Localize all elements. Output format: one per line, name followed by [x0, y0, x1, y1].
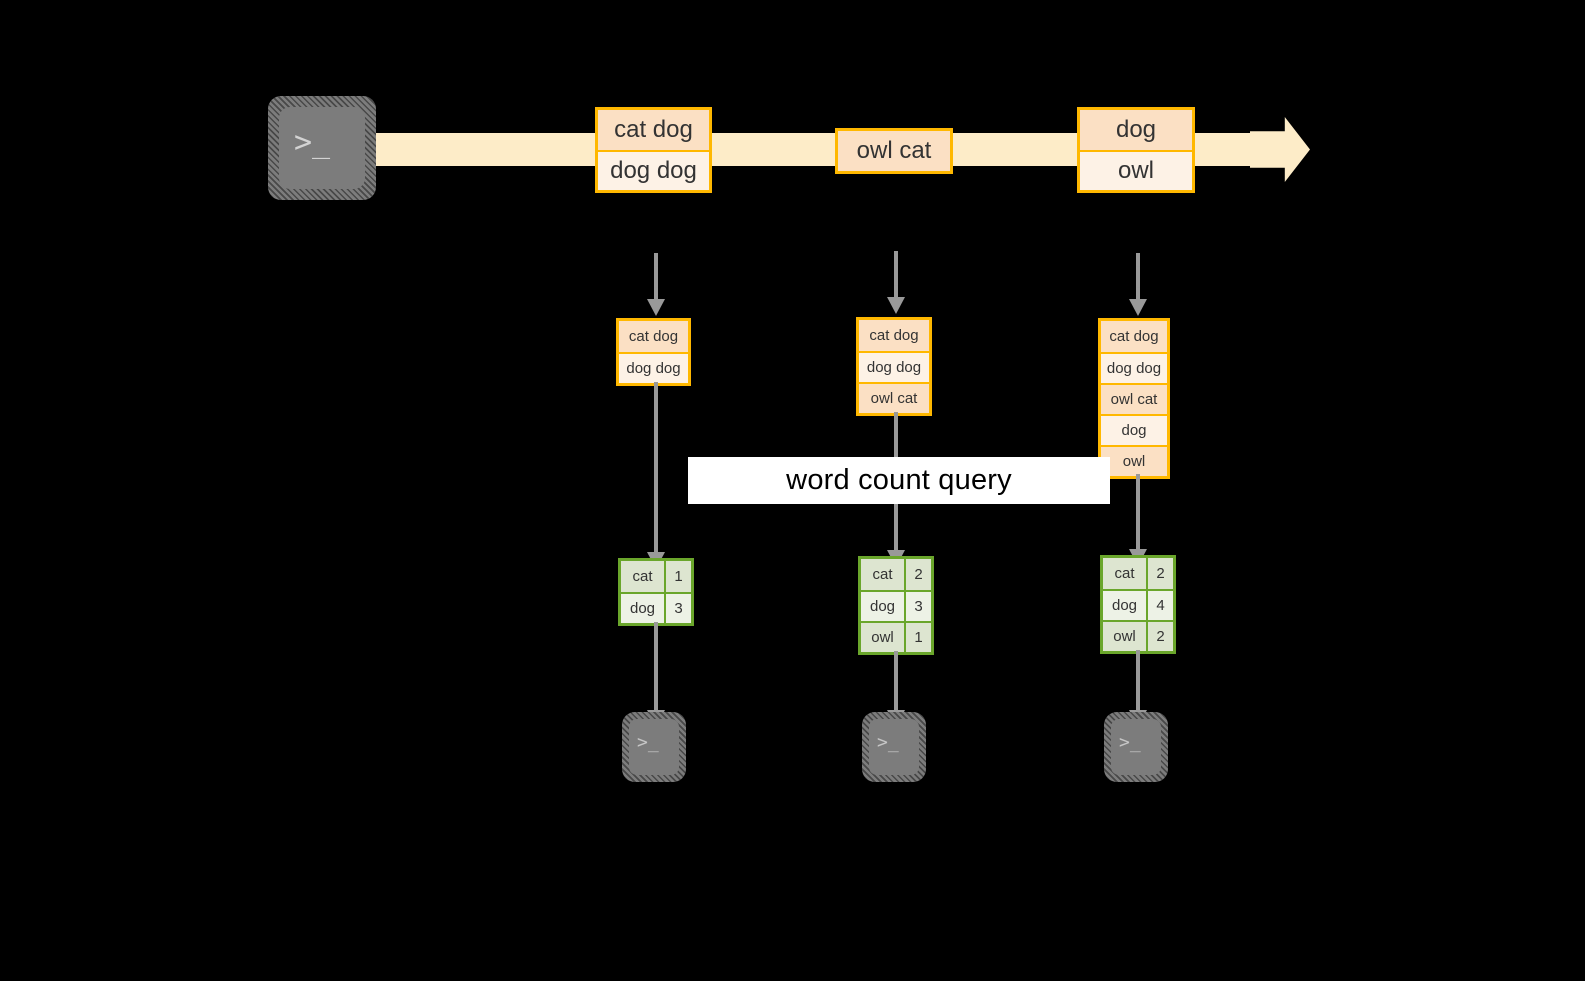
table-row: cat 2 [861, 559, 931, 590]
connector-line [1136, 650, 1140, 712]
result-word: cat [1103, 558, 1148, 589]
terminal-prompt-label: >_ [637, 732, 659, 753]
stream-batch-2: owl cat [835, 128, 953, 174]
terminal-screen [1111, 719, 1161, 775]
query-label: word count query [688, 457, 1110, 504]
table-row: cat 1 [621, 561, 691, 592]
table-row: dog 4 [1103, 589, 1173, 620]
input-line: dog [1101, 414, 1167, 445]
stream-batch-line: cat dog [598, 110, 709, 150]
connector-line [654, 253, 658, 301]
stream-batch-line: dog dog [598, 150, 709, 190]
result-word: dog [861, 592, 906, 621]
input-line: owl [1101, 445, 1167, 476]
result-count: 1 [914, 629, 923, 646]
table-row: owl 1 [861, 621, 931, 652]
snapshot-2-input-stack: cat dog dog dog owl cat [856, 317, 932, 416]
input-line: dog dog [1101, 352, 1167, 383]
producer-terminal-icon: >_ [268, 96, 376, 200]
stream-batch-line: owl [1080, 150, 1192, 190]
result-word: owl [1103, 622, 1148, 651]
stream-batch-line: dog [1080, 110, 1192, 150]
terminal-prompt-label: >_ [877, 732, 899, 753]
connector-line [654, 382, 658, 554]
result-count: 3 [674, 600, 683, 617]
input-line: owl cat [859, 382, 929, 413]
connector-line [894, 651, 898, 712]
result-word: cat [621, 561, 666, 592]
snapshot-2-result-table: cat 2 dog 3 owl 1 [858, 556, 934, 655]
result-count: 2 [1156, 565, 1165, 582]
input-line: cat dog [1101, 321, 1167, 352]
result-count: 2 [1156, 628, 1165, 645]
result-count: 3 [914, 598, 923, 615]
connector-line [894, 251, 898, 299]
table-row: dog 3 [861, 590, 931, 621]
arrowhead-icon [647, 299, 665, 316]
input-line: dog dog [619, 352, 688, 383]
consumer-terminal-icon-3: >_ [1104, 712, 1168, 782]
stream-batch-3: dog owl [1077, 107, 1195, 193]
terminal-screen [629, 719, 679, 775]
terminal-screen [869, 719, 919, 775]
snapshot-3-result-table: cat 2 dog 4 owl 2 [1100, 555, 1176, 654]
stream-batch-1: cat dog dog dog [595, 107, 712, 193]
result-count: 1 [674, 568, 683, 585]
consumer-terminal-icon-1: >_ [622, 712, 686, 782]
input-line: dog dog [859, 351, 929, 382]
input-line: cat dog [619, 321, 688, 352]
result-word: dog [621, 594, 666, 623]
result-word: cat [861, 559, 906, 590]
input-line: owl cat [1101, 383, 1167, 414]
input-line: cat dog [859, 320, 929, 351]
table-row: owl 2 [1103, 620, 1173, 651]
table-row: dog 3 [621, 592, 691, 623]
terminal-prompt-label: >_ [294, 125, 331, 160]
terminal-screen [279, 107, 365, 189]
snapshot-1-input-stack: cat dog dog dog [616, 318, 691, 386]
stream-arrow-head-icon [1250, 117, 1310, 182]
table-row: cat 2 [1103, 558, 1173, 589]
snapshot-3-input-stack: cat dog dog dog owl cat dog owl [1098, 318, 1170, 479]
connector-line [1136, 474, 1140, 551]
result-word: dog [1103, 591, 1148, 620]
result-count: 4 [1156, 597, 1165, 614]
arrowhead-icon [1129, 299, 1147, 316]
stream-batch-line: owl cat [838, 131, 950, 171]
consumer-terminal-icon-2: >_ [862, 712, 926, 782]
result-count: 2 [914, 566, 923, 583]
arrowhead-icon [887, 297, 905, 314]
terminal-prompt-label: >_ [1119, 732, 1141, 753]
connector-line [1136, 253, 1140, 301]
connector-line [654, 622, 658, 712]
result-word: owl [861, 623, 906, 652]
snapshot-1-result-table: cat 1 dog 3 [618, 558, 694, 626]
